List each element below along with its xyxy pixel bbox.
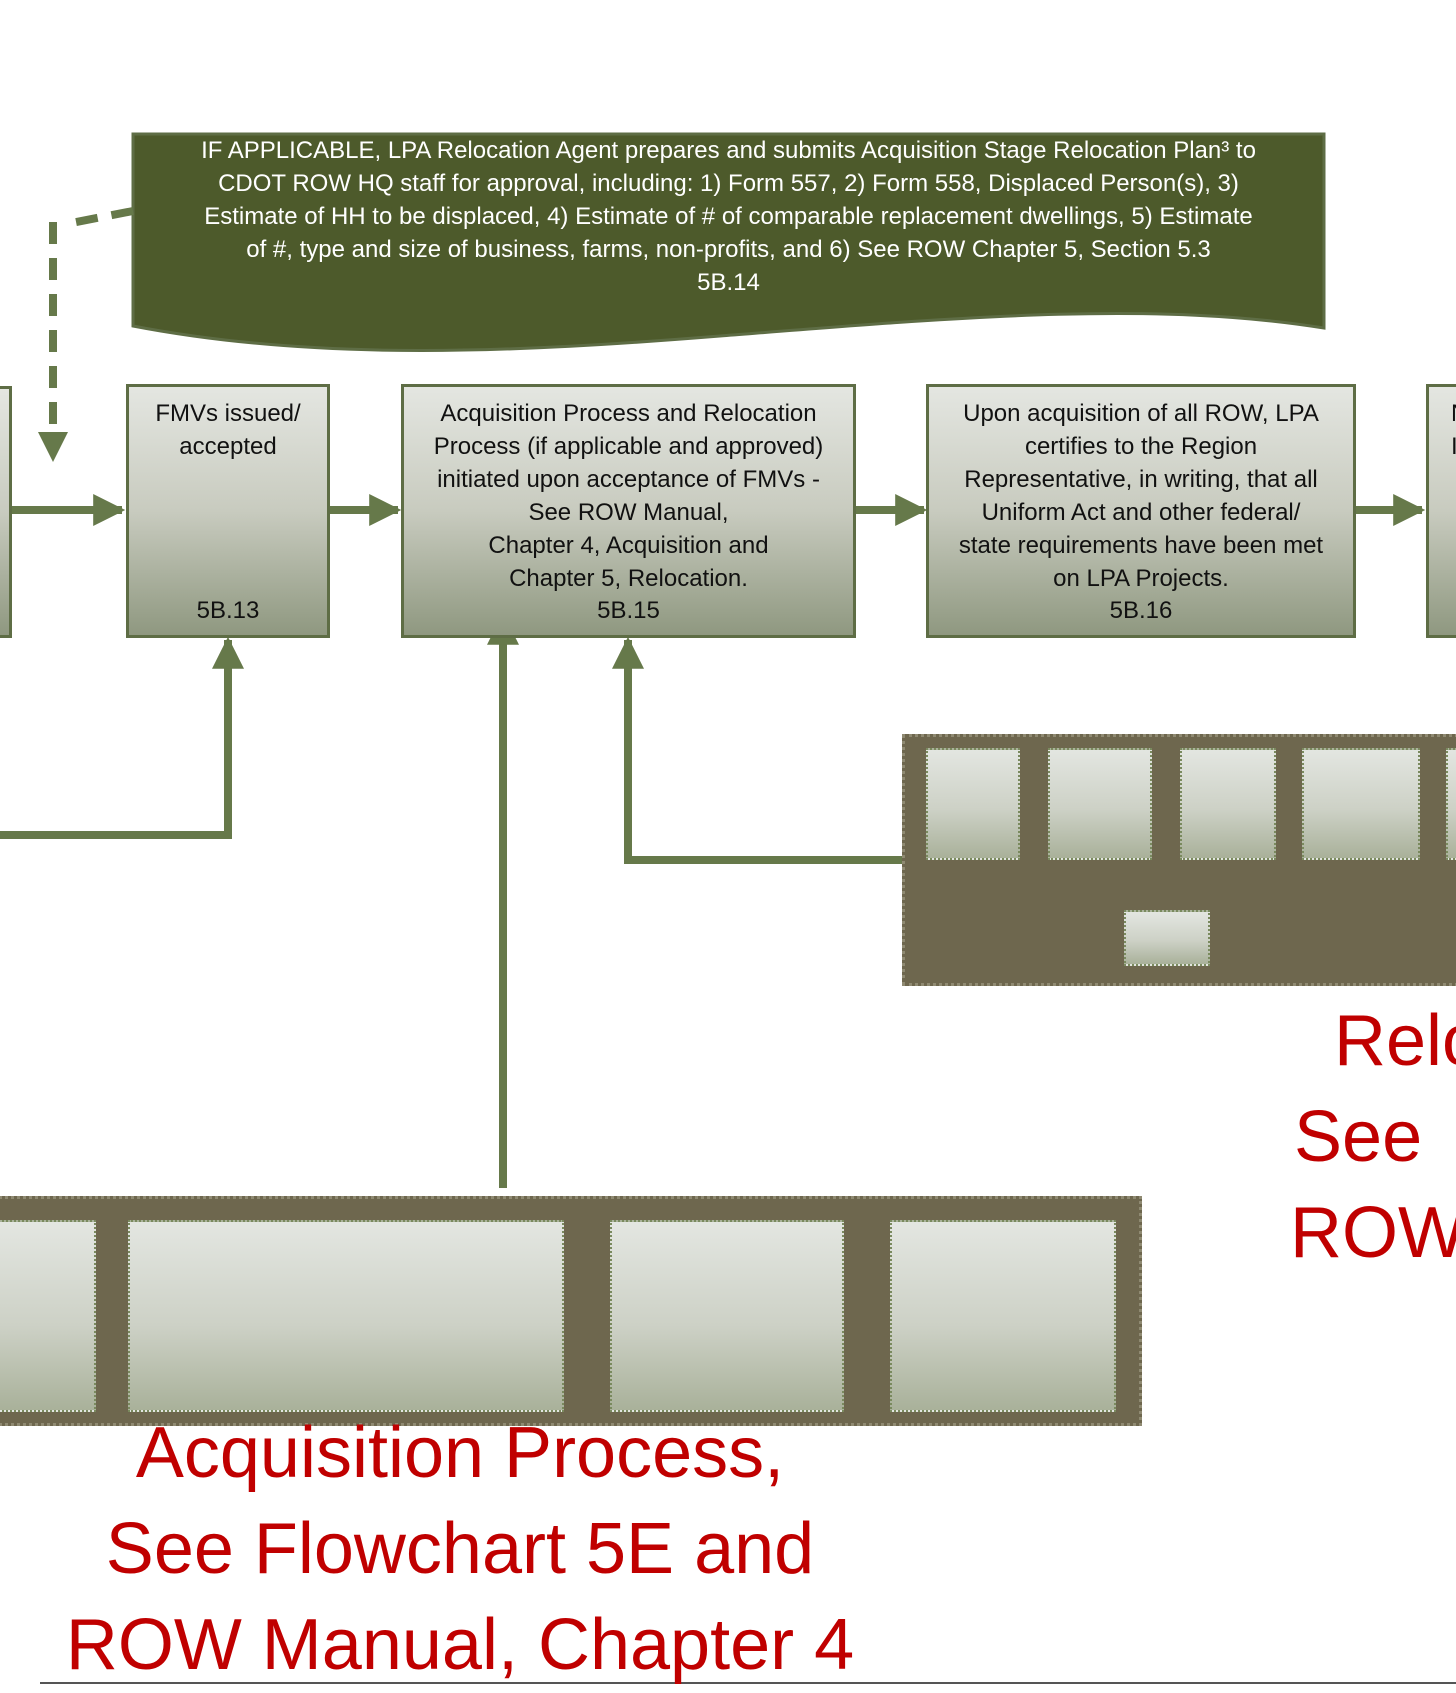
node-5b15-line-2: Process (if applicable and approved) — [433, 433, 824, 460]
node-5b13-id: 5B.13 — [196, 597, 260, 624]
note-line-2: CDOT ROW HQ staff for approval, includin… — [218, 170, 1239, 197]
note-5b14: IF APPLICABLE, LPA Relocation Agent prep… — [133, 134, 1324, 334]
relocation-callout: Relo See ROW — [1286, 993, 1456, 1281]
node-5b13-line-1: FMVs issued/ — [155, 400, 301, 427]
acq-box-3 — [610, 1220, 844, 1412]
acq-callout-line-2: See Flowchart 5E and — [105, 1509, 815, 1589]
note-line-1: IF APPLICABLE, LPA Relocation Agent prep… — [201, 137, 1256, 164]
dashed-arrow-head — [38, 432, 68, 462]
acq-box-1 — [0, 1220, 96, 1412]
reloc-box-4 — [1302, 748, 1420, 860]
dashed-connector-note — [65, 207, 134, 228]
node-5b15-line-3: initiated upon acceptance of FMVs - — [437, 466, 820, 493]
reloc-box-5 — [1446, 748, 1456, 860]
note-line-4: of #, type and size of business, farms, … — [246, 236, 1211, 263]
note-5b14-shape — [131, 132, 1326, 352]
node-5b15-line-4: See ROW Manual, — [528, 499, 729, 526]
acq-box-2 — [128, 1220, 564, 1412]
reloc-box-2 — [1048, 748, 1152, 860]
reloc-box-1 — [926, 748, 1020, 860]
node-5b13-line-2: accepted — [179, 433, 277, 460]
node-5b15-line-1: Acquisition Process and Relocation — [440, 400, 817, 427]
note-id: 5B.14 — [697, 269, 760, 296]
reloc-callout-line-1: Relo — [1334, 1001, 1456, 1081]
node-partial-right-line-1: N — [1451, 397, 1456, 430]
node-partial-left — [0, 386, 12, 638]
node-5b15-line-5: Chapter 4, Acquisition and — [488, 532, 769, 559]
node-5b16-line-3: Representative, in writing, that all — [964, 466, 1318, 493]
node-partial-right: N I — [1426, 384, 1456, 638]
acq-box-4 — [890, 1220, 1116, 1412]
node-5b16-line-6: on LPA Projects. — [1053, 565, 1229, 592]
reloc-callout-line-2: See — [1294, 1097, 1423, 1177]
node-5b13: FMVs issued/ accepted 5B.13 — [126, 384, 330, 638]
node-5b16-line-1: Upon acquisition of all ROW, LPA — [963, 400, 1319, 427]
note-line-3: Estimate of HH to be displaced, 4) Estim… — [204, 203, 1253, 230]
node-5b16-id: 5B.16 — [1109, 597, 1173, 624]
reloc-box-sub — [1124, 910, 1210, 966]
reloc-box-3 — [1180, 748, 1276, 860]
acq-callout-line-1: Acquisition Process, — [135, 1413, 785, 1493]
arrow-relocation-to-5b15 — [612, 636, 902, 864]
node-partial-right-line-2: I — [1451, 433, 1456, 460]
acquisition-callout: Acquisition Process, See Flowchart 5E an… — [30, 1405, 890, 1693]
node-5b16-line-4: Uniform Act and other federal/ — [981, 499, 1301, 526]
node-5b16: Upon acquisition of all ROW, LPA certifi… — [926, 384, 1356, 638]
node-5b16-line-2: certifies to the Region — [1024, 433, 1258, 460]
acq-callout-line-3: ROW Manual, Chapter 4 — [65, 1605, 855, 1685]
node-5b15: Acquisition Process and Relocation Proce… — [401, 384, 856, 638]
node-5b16-line-5: state requirements have been met — [958, 532, 1324, 559]
node-5b15-line-6: Chapter 5, Relocation. — [509, 565, 748, 592]
arrow-up-into-5b13 — [0, 636, 244, 839]
reloc-callout-line-3: ROW — [1290, 1193, 1456, 1273]
node-5b15-id: 5B.15 — [597, 597, 660, 624]
